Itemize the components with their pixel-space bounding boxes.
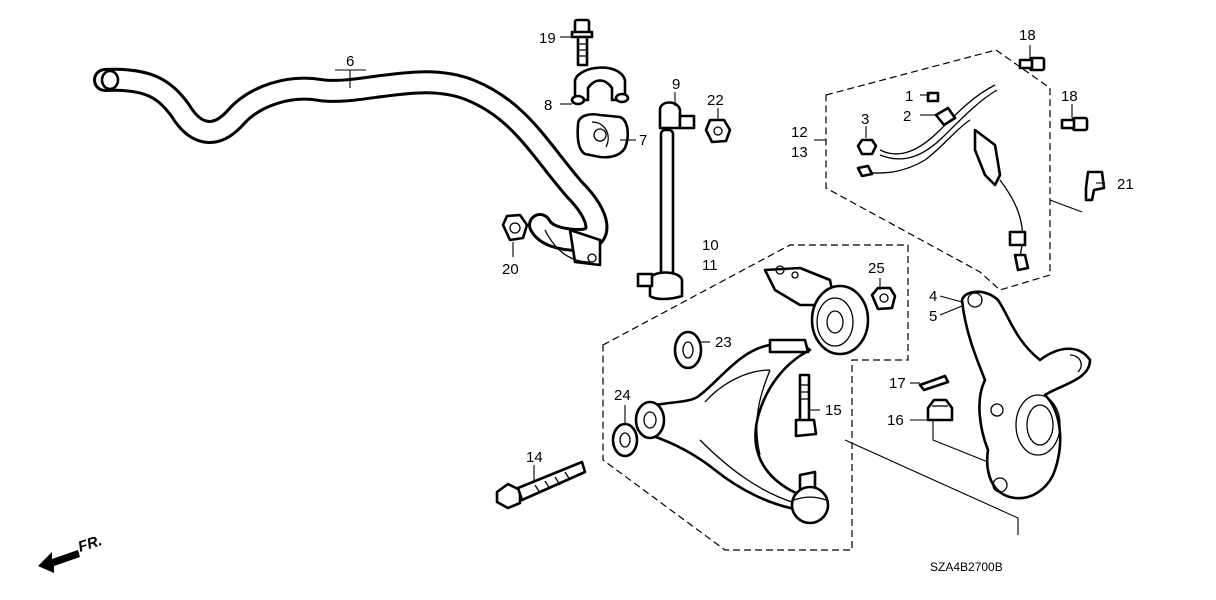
bolt-18-upper [1018,56,1046,72]
leader-lines [335,36,1105,535]
callout-10: 10 [702,237,719,254]
flange-nut-20 [501,213,529,242]
callout-21: 21 [1117,176,1134,193]
callout-2: 2 [903,108,911,125]
flange-nut-22 [704,118,732,144]
callout-15: 15 [825,402,842,419]
front-label: FR. [76,532,104,556]
stabilizer-holder [570,66,630,106]
cotter-pin-17 [918,374,950,392]
stabilizer-link [636,101,696,301]
castle-nut-16 [926,398,954,422]
callout-20: 20 [502,261,519,278]
callout-12: 12 [791,124,808,141]
stabilizer-bushing [576,113,630,159]
callout-3: 3 [861,111,869,128]
callout-24: 24 [614,387,631,404]
lower-arm [634,338,830,525]
callout-9: 9 [672,76,680,93]
callout-18-lower: 18 [1061,88,1078,105]
callout-4: 4 [929,288,937,305]
washer-24 [611,422,639,458]
callout-8: 8 [544,97,552,114]
callout-13: 13 [791,144,808,161]
diagram-code: SZA4B2700B [930,560,1003,574]
nut-25 [870,286,897,311]
callout-25: 25 [868,260,885,277]
group-box-upper-arm-sensor [825,49,1051,291]
front-direction-marker: FR. [38,532,104,573]
group-box-lower-arm [602,244,909,551]
compliance-bushing [763,265,870,356]
knuckle [960,290,1092,500]
washer-23 [673,330,703,370]
callout-22: 22 [707,92,724,109]
callout-18-upper: 18 [1019,27,1036,44]
callout-11: 11 [702,257,718,274]
flange-bolt-19 [570,18,594,67]
arrow-left-icon [38,550,80,573]
callout-7: 7 [639,132,647,149]
upper-arm-sensor-assembly [856,84,1030,272]
bolt-14 [495,460,587,510]
callout-16: 16 [887,412,904,429]
callout-23: 23 [715,334,732,351]
callout-17: 17 [889,375,906,392]
callout-14: 14 [526,449,543,466]
callout-6: 6 [346,53,354,70]
bolt-15 [794,373,818,438]
bolt-18-lower [1060,116,1089,132]
callout-5: 5 [929,308,937,325]
callout-19: 19 [539,30,556,47]
clip-21 [1084,170,1106,202]
stabilizer-bar [93,67,609,267]
callout-1: 1 [905,88,913,105]
